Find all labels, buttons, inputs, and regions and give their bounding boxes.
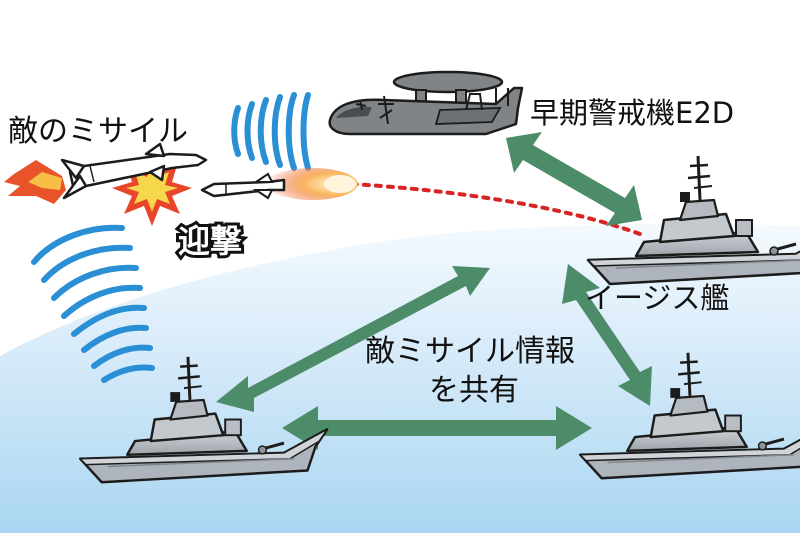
arrow-aircraft-to-aegis xyxy=(506,132,642,226)
aew-aircraft-label: 早期警戒機E2D xyxy=(530,96,735,130)
aew-aircraft-icon xyxy=(328,70,524,136)
arrow-ship-left-to-upper xyxy=(216,266,490,412)
interceptor-missile-icon xyxy=(200,168,358,200)
radar-wave-icon xyxy=(31,224,155,383)
intercept-label: 迎撃 xyxy=(175,219,245,263)
share-info-label-line2: を共有 xyxy=(429,373,519,408)
share-info-label-line1: 敵ミサイル情報 xyxy=(365,334,575,369)
enemy-missile-label: 敵のミサイル xyxy=(8,114,188,149)
enemy-missile-icon xyxy=(4,142,208,204)
share-arrows xyxy=(216,132,652,450)
intercept-trajectory xyxy=(350,182,642,236)
arrow-aegis-to-lower-right xyxy=(562,264,652,406)
arrow-left-to-right-ship xyxy=(282,406,592,450)
aegis-ship-label: イージス艦 xyxy=(585,281,730,315)
radar-wave-icon xyxy=(231,92,311,171)
